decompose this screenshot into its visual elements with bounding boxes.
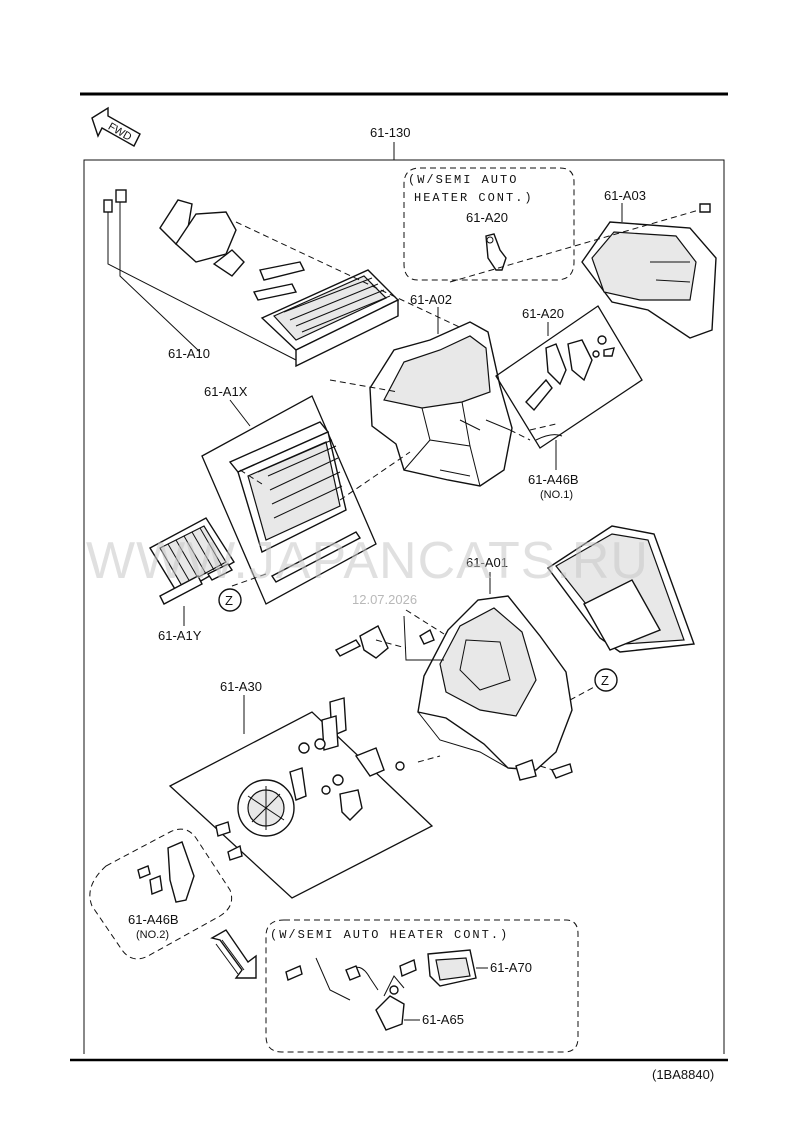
part-label-a46b-2: 61-A46B bbox=[128, 912, 179, 927]
part-label-a30: 61-A30 bbox=[220, 679, 262, 694]
upper-case-a02: 61-A02 bbox=[329, 292, 531, 487]
z-marker-left: Z bbox=[218, 588, 242, 612]
blower-a30: 61-A30 bbox=[168, 679, 441, 899]
part-label-a1y: 61-A1Y bbox=[158, 628, 202, 643]
gasket-frame bbox=[546, 525, 695, 653]
semi-auto-top-note-2: HEATER CONT.) bbox=[414, 191, 534, 205]
link-parts bbox=[334, 615, 444, 661]
mode-door-group-a20: 61-A20 bbox=[495, 305, 643, 449]
semi-auto-bottom-note: (W/SEMI AUTO HEATER CONT.) bbox=[270, 928, 509, 942]
part-label-a03: 61-A03 bbox=[604, 188, 646, 203]
duct-a03: 61-A03 bbox=[449, 188, 717, 339]
semi-auto-bottom-group: (W/SEMI AUTO HEATER CONT.) 61-A70 61-A65 bbox=[265, 919, 579, 1053]
wire-a46b-no2-group: 61-A46B (NO.2) bbox=[89, 828, 233, 960]
part-label-a46b-1-sub: (NO.1) bbox=[540, 489, 573, 501]
part-label-a1x: 61-A1X bbox=[204, 384, 248, 399]
part-label-a46b-2-sub: (NO.2) bbox=[136, 929, 169, 941]
assembly-bracket bbox=[83, 159, 725, 1054]
direction-arrow-icon bbox=[210, 929, 257, 979]
part-label-a02: 61-A02 bbox=[410, 292, 452, 307]
evaporator-a1x: 61-A1X bbox=[201, 384, 411, 605]
part-label-a20-top: 61-A20 bbox=[466, 210, 508, 225]
heater-core-a10: 61-A10 bbox=[103, 189, 471, 368]
watermark: WWW.JAPANCATS.RU bbox=[86, 532, 649, 590]
assembly-label: 61-130 bbox=[370, 125, 410, 140]
semi-auto-top-group: (W/SEMI AUTO HEATER CONT.) 61-A20 bbox=[403, 167, 575, 281]
svg-text:Z: Z bbox=[225, 593, 233, 608]
watermark-date: 12.07.2026 bbox=[352, 592, 417, 607]
fwd-arrow-icon: FWD bbox=[91, 106, 141, 147]
part-label-a20-mid: 61-A20 bbox=[522, 306, 564, 321]
drawing-code: (1BA8840) bbox=[652, 1067, 714, 1082]
wire-a46b-no1: 61-A46B (NO.1) bbox=[528, 434, 579, 501]
part-label-a01: 61-A01 bbox=[466, 555, 508, 570]
filter-a1y: 61-A1Y bbox=[149, 517, 267, 643]
part-label-a10: 61-A10 bbox=[168, 346, 210, 361]
part-label-a70: 61-A70 bbox=[490, 960, 532, 975]
servo-link-icon bbox=[485, 233, 507, 271]
z-marker-right: Z bbox=[569, 668, 618, 701]
semi-auto-top-note-1: (W/SEMI AUTO bbox=[408, 173, 518, 187]
fwd-label: FWD bbox=[106, 121, 134, 144]
part-label-a46b-1: 61-A46B bbox=[528, 472, 579, 487]
part-label-a65: 61-A65 bbox=[422, 1012, 464, 1027]
lower-case-a01: 61-A01 bbox=[405, 555, 573, 781]
svg-text:Z: Z bbox=[601, 673, 609, 688]
